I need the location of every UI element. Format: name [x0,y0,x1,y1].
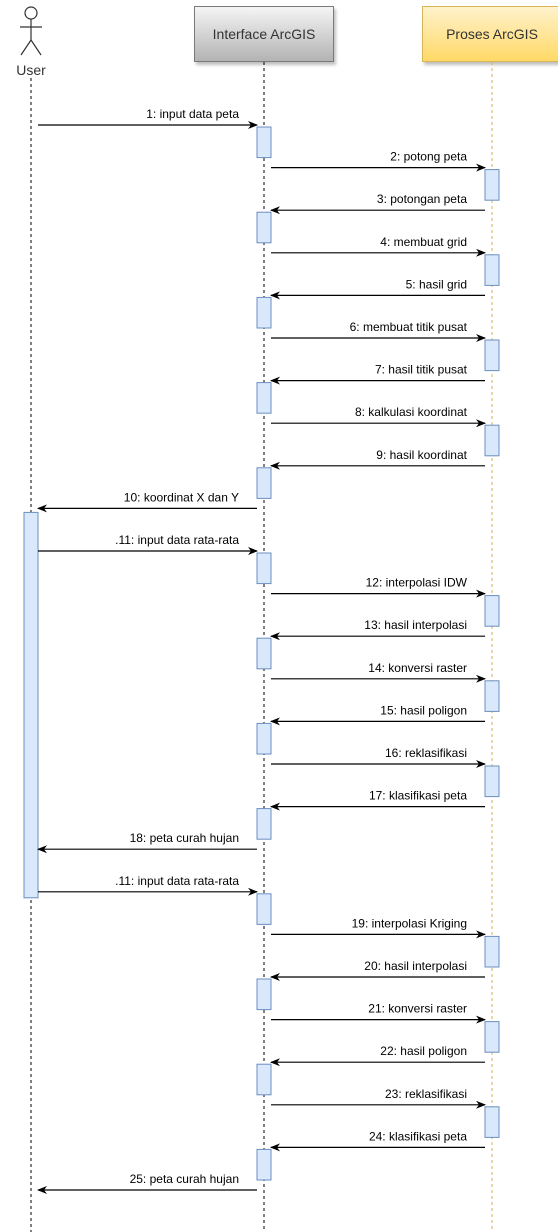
activation-interface [256,382,272,414]
participant-proses-label: Proses ArcGIS [446,26,538,42]
message-18: 18: peta curah hujan [37,831,257,854]
message-17: 17: klasifikasi peta [270,789,485,811]
message-label: 3: potongan peta [377,192,467,206]
activation-proses [484,254,500,286]
message-label: 17: klasifikasi peta [369,789,467,803]
message-label: 23: reklasifikasi [385,1087,467,1101]
activation-interface [256,211,272,244]
message-label: 18: peta curah hujan [130,831,239,845]
activation-interface [256,722,272,755]
message-11: .11: input data rata-rata [38,533,258,555]
message-label: 8: kalkulasi koordinat [355,405,468,419]
activation-proses [484,935,500,968]
message-13: 13: hasil interpolasi [270,618,485,641]
activation-proses [484,169,500,201]
activation-proses [484,595,500,627]
message-7: 7: hasil titik pusat [270,363,485,385]
message-label: .11: input data rata-rata [115,874,239,888]
message-label: 14: konversi raster [368,661,467,675]
user-actor-icon [20,6,42,56]
message-label: 15: hasil poligon [380,703,467,717]
message-4: 4: membuat grid [271,235,486,257]
activation-interface [256,1148,272,1181]
message-label: 1: input data peta [146,107,239,121]
activation-proses [484,339,500,372]
message-3: 3: potongan peta [270,192,485,215]
message-22: 21: konversi raster [271,1002,486,1024]
activation-interface [256,296,272,329]
message-label: 22: hasil poligon [380,1044,467,1058]
message-label: 16: reklasifikasi [385,746,467,760]
message-label: 5: hasil grid [406,277,467,291]
message-10: 10: koordinat X dan Y [37,490,257,513]
activation-interface [256,978,272,1011]
message-label: 9: hasil koordinat [376,448,467,462]
message-2: 2: potong peta [271,150,486,172]
message-label: 21: konversi raster [368,1002,467,1016]
message-label: 10: koordinat X dan Y [124,490,239,504]
activation-interface [256,808,272,840]
participant-proses-arcgis: Proses ArcGIS [422,6,558,62]
participant-interface-label: Interface ArcGIS [212,26,316,42]
message-1: 1: input data peta [38,107,258,129]
message-24: 23: reklasifikasi [271,1087,486,1109]
message-26: 25: peta curah hujan [37,1172,257,1194]
message-9: 9: hasil koordinat [270,448,485,470]
activation-interface [256,637,272,670]
message-12: 12: interpolasi IDW [271,576,486,598]
message-label: 19: interpolasi Kriging [352,916,467,930]
activation-proses [484,424,500,457]
message-16: 16: reklasifikasi [271,746,486,768]
message-label: 24: klasifikasi peta [369,1129,467,1143]
message-23: 22: hasil poligon [270,1044,485,1067]
message-8: 8: kalkulasi koordinat [271,405,486,428]
message-25: 24: klasifikasi peta [270,1129,485,1152]
message-label: 25: peta curah hujan [130,1172,239,1186]
message-label: 7: hasil titik pusat [375,363,468,377]
activation-proses [484,1106,500,1138]
actor-user-label: User [16,62,46,78]
message-15: 15: hasil poligon [270,703,485,726]
message-19: .11: input data rata-rata [38,874,258,896]
message-label: 6: membuat titik pusat [350,320,468,334]
activation-interface [256,1063,272,1096]
message-label: 13: hasil interpolasi [364,618,467,632]
message-label: 2: potong peta [390,150,467,164]
message-label: .11: input data rata-rata [115,533,239,547]
activation-interface [256,552,272,585]
message-label: 4: membuat grid [380,235,467,249]
activation-proses [484,765,500,798]
activation-proses [484,1021,500,1053]
activation-interface [256,893,272,925]
message-5: 5: hasil grid [270,277,485,300]
activation-user [23,511,39,899]
participant-interface-arcgis: Interface ArcGIS [194,6,334,62]
activation-interface [256,467,272,499]
message-14: 14: konversi raster [271,661,486,683]
message-21: 20: hasil interpolasi [270,959,485,981]
activation-interface [256,126,272,159]
activation-proses [484,680,500,712]
message-6: 6: membuat titik pusat [271,320,486,342]
message-label: 12: interpolasi IDW [366,576,468,590]
message-label: 20: hasil interpolasi [364,959,467,973]
message-20: 19: interpolasi Kriging [271,916,486,939]
